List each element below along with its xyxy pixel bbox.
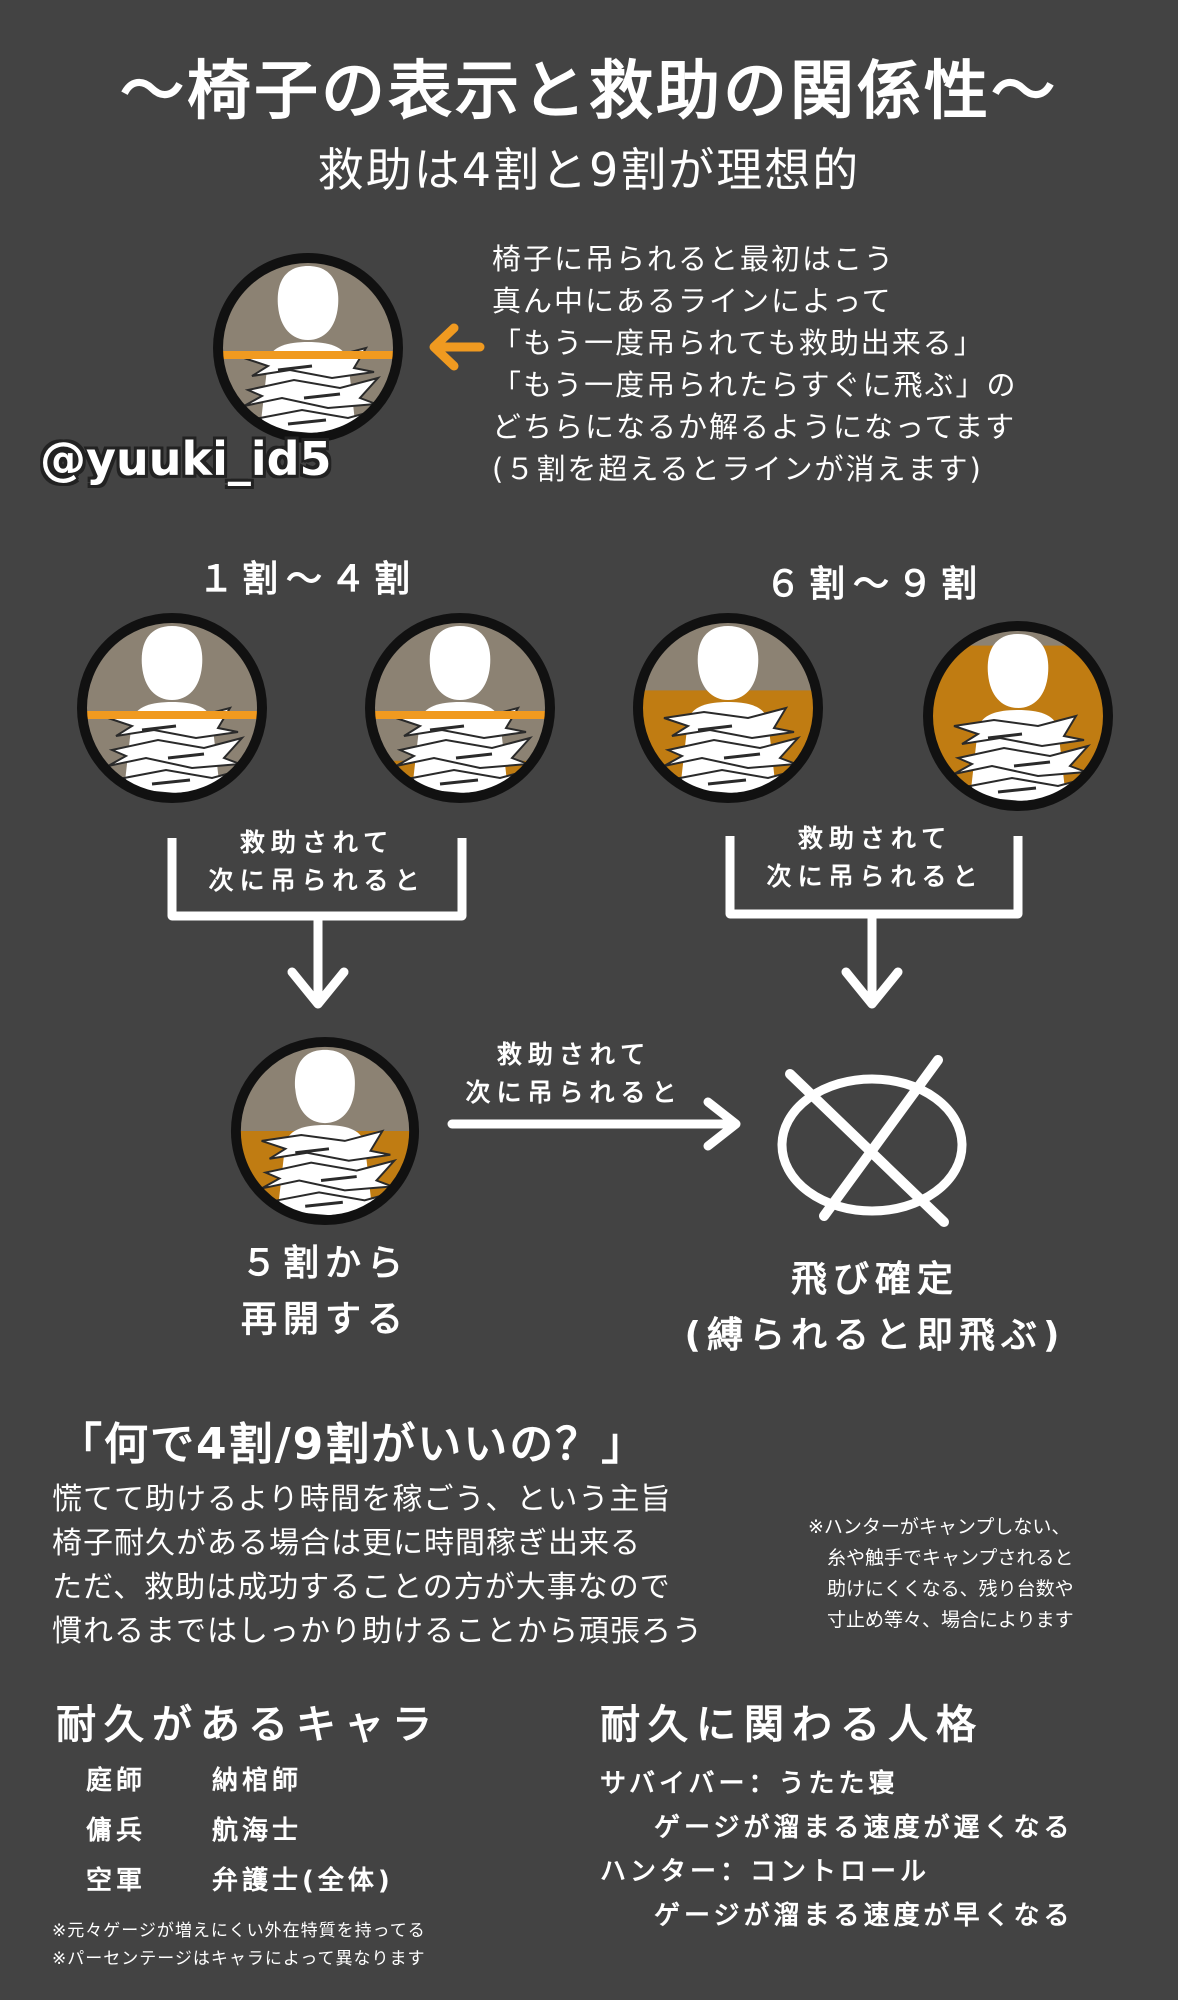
author-handle: @yuuki_id5	[40, 432, 332, 486]
question-line: ただ、救助は成功することの方が大事なので	[52, 1570, 671, 1605]
intro-line: 椅子に吊られると最初はこう	[492, 242, 896, 276]
rescued-label-middle: 救助されて 次に吊られると	[448, 1036, 700, 1112]
character-name: 傭兵	[86, 1816, 147, 1846]
characters-title: 耐久があるキャラ	[56, 1702, 440, 1748]
question-line: 慌てて助けるより時間を稼ごう、という主旨	[52, 1482, 672, 1517]
intro-line: 「もう一度吊られたらすぐに飛ぶ」の	[492, 368, 1018, 402]
gauge-icon-90-percent	[923, 621, 1113, 811]
question-note: ※ハンターがキャンプしない、 糸や触手でキャンプされると 助けにくくなる、残り台…	[808, 1512, 1074, 1636]
characters-footnotes: ※元々ゲージが増えにくい外在特質を持ってる ※パーセンテージはキャラによって異な…	[52, 1917, 426, 1973]
arrow-left-icon	[429, 323, 485, 371]
gauge-icon-20-percent	[365, 613, 555, 803]
eliminated-icon	[777, 1055, 967, 1227]
gauge-icon-60-percent	[633, 613, 823, 803]
page-subtitle: 救助は4割と9割が理想的	[317, 143, 861, 197]
trait-survivor-label: サバイバー：うたた寝	[600, 1769, 899, 1799]
character-name: 空軍	[86, 1866, 147, 1896]
question-line: 椅子耐久がある場合は更に時間稼ぎ出来る	[52, 1526, 641, 1561]
trait-survivor-effect: ゲージが溜まる速度が遅くなる	[654, 1813, 1074, 1843]
trait-hunter-effect: ゲージが溜まる速度が早くなる	[654, 1901, 1074, 1931]
rescued-label-line: 救助されて	[239, 828, 395, 857]
fly-result: 飛び確定 (縛られると即飛ぶ)	[640, 1252, 1110, 1364]
character-row: 庭師 納棺師	[86, 1756, 394, 1806]
intro-line: 真ん中にあるラインによって	[492, 284, 893, 318]
note-line: 寸止め等々、場合によります	[808, 1609, 1074, 1631]
rescued-label-line: 救助されて	[496, 1040, 652, 1069]
fly-result-line: (縛られると即飛ぶ)	[684, 1315, 1066, 1356]
character-name: 納棺師	[212, 1766, 303, 1796]
range-left-label: １割〜４割	[198, 559, 419, 600]
footnote-line: ※パーセンテージはキャラによって異なります	[52, 1949, 426, 1969]
page-title: 〜椅子の表示と救助の関係性〜	[120, 55, 1058, 129]
rescued-label-line: 次に吊られると	[208, 866, 426, 895]
note-line: ※ハンターがキャンプしない、	[808, 1516, 1071, 1538]
character-name: 庭師	[86, 1766, 147, 1796]
gauge-icon-10-percent	[77, 613, 267, 803]
range-right-label: ６割〜９割	[765, 564, 986, 605]
question-line: 慣れるまではしっかり助けることから頑張ろう	[52, 1614, 703, 1649]
note-line: 糸や触手でキャンプされると	[808, 1547, 1074, 1569]
gauge-icon-50-percent	[230, 1036, 420, 1226]
character-name: 弁護士(全体)	[212, 1866, 394, 1896]
rescued-label-left: 救助されて 次に吊られると	[186, 824, 448, 900]
question-body: 慌てて助けるより時間を稼ごう、という主旨 椅子耐久がある場合は更に時間稼ぎ出来る…	[52, 1478, 703, 1654]
intro-line: (５割を超えるとラインが消えます)	[492, 452, 983, 486]
trait-hunter-label: ハンター：コントロール	[600, 1857, 931, 1887]
character-name: 航海士	[212, 1816, 303, 1846]
footnote-line: ※元々ゲージが増えにくい外在特質を持ってる	[52, 1921, 426, 1941]
gauge-icon-intro	[213, 253, 403, 443]
characters-list: 庭師 納棺師 傭兵 航海士 空軍 弁護士(全体)	[86, 1756, 394, 1906]
intro-text: 椅子に吊られると最初はこう 真ん中にあるラインによって 「もう一度吊られても救助…	[492, 238, 1152, 490]
rescued-label-right: 救助されて 次に吊られると	[744, 820, 1006, 896]
restart-result: ５割から 再開する	[200, 1236, 450, 1348]
restart-result-line: ５割から	[240, 1243, 409, 1284]
fly-result-line: 飛び確定	[790, 1259, 959, 1300]
traits-title: 耐久に関わる人格	[600, 1702, 984, 1748]
character-row: 空軍 弁護士(全体)	[86, 1856, 394, 1906]
question-title: 「何で4割/9割がいいの？」	[58, 1419, 648, 1470]
intro-line: どちらになるか解るようになってます	[492, 410, 1017, 444]
character-row: 傭兵 航海士	[86, 1806, 394, 1856]
restart-result-line: 再開する	[240, 1299, 409, 1340]
rescued-label-line: 次に吊られると	[766, 862, 984, 891]
traits-list: サバイバー：うたた寝 ゲージが溜まる速度が遅くなる ハンター：コントロール ゲー…	[600, 1762, 1073, 1938]
rescued-label-line: 救助されて	[797, 824, 953, 853]
note-line: 助けにくくなる、残り台数や	[808, 1578, 1074, 1600]
intro-line: 「もう一度吊られても救助出来る」	[492, 326, 985, 360]
rescued-label-line: 次に吊られると	[465, 1078, 683, 1107]
